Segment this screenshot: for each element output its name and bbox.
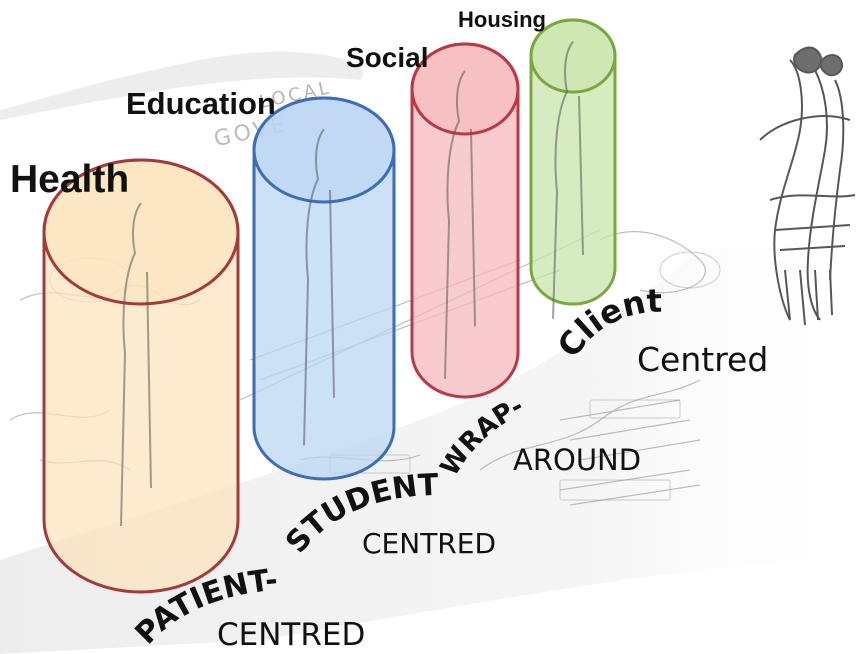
care-rest-client: Centred [637,340,769,379]
care-word-student: STUDENT- [0,0,440,560]
figure-sketch [552,40,584,319]
figure-sketch [303,128,335,446]
cylinder-education [252,96,396,481]
cylinder-health [42,158,240,594]
cylinder-top [42,158,240,306]
cylinder-top [410,42,520,136]
care-rest-wrap: AROUND [513,443,642,477]
cylinder-housing [529,18,617,319]
label-education: Education [126,86,276,121]
figure-sketch [444,70,476,379]
cylinder-top [529,18,617,94]
care-rest-student: CENTRED [362,527,496,560]
label-social: Social [346,42,429,73]
people-sketch-illustration [759,46,856,326]
label-health: Health [10,158,130,201]
figure-sketch [120,202,152,527]
label-housing: Housing [458,7,546,32]
care-rest-patient: CENTRED [217,617,366,653]
cylinder-top [252,96,396,204]
cylinder-social [410,42,520,399]
